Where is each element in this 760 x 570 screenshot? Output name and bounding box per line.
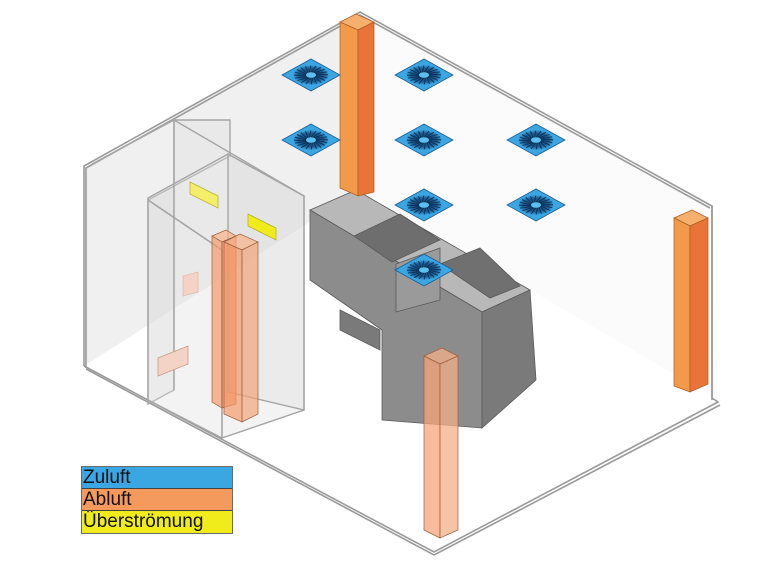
supply-diffuser-icon xyxy=(281,123,341,157)
supply-diffuser-icon xyxy=(281,58,341,92)
supply-diffuser-icon xyxy=(394,188,454,222)
supply-diffuser-icon xyxy=(394,58,454,92)
exhaust-duct-cabin xyxy=(211,229,259,423)
exhaust-grille-faded-2 xyxy=(157,345,189,377)
room-outline xyxy=(83,11,721,556)
supply-diffuser-icon xyxy=(394,123,454,157)
back-wall-left xyxy=(84,12,360,366)
legend-item-ueberstroemung: Überströmung xyxy=(82,511,232,533)
supply-diffuser-icon xyxy=(506,188,566,222)
legend-item-abluft: Abluft xyxy=(82,489,232,511)
legend-item-zuluft: Zuluft xyxy=(82,467,232,489)
legend: Zuluft Abluft Überströmung xyxy=(81,466,233,534)
supply-diffusers xyxy=(281,58,566,287)
exhaust-duct-right xyxy=(673,209,709,393)
transfer-grille-1 xyxy=(189,181,219,209)
transfer-grille-2 xyxy=(247,213,277,241)
exhaust-duct-back xyxy=(339,13,375,197)
exhaust-grille-faded-1 xyxy=(182,271,199,297)
exhaust-duct-front xyxy=(423,347,459,539)
supply-diffuser-icon xyxy=(394,253,454,287)
supply-diffuser-icon xyxy=(506,123,566,157)
